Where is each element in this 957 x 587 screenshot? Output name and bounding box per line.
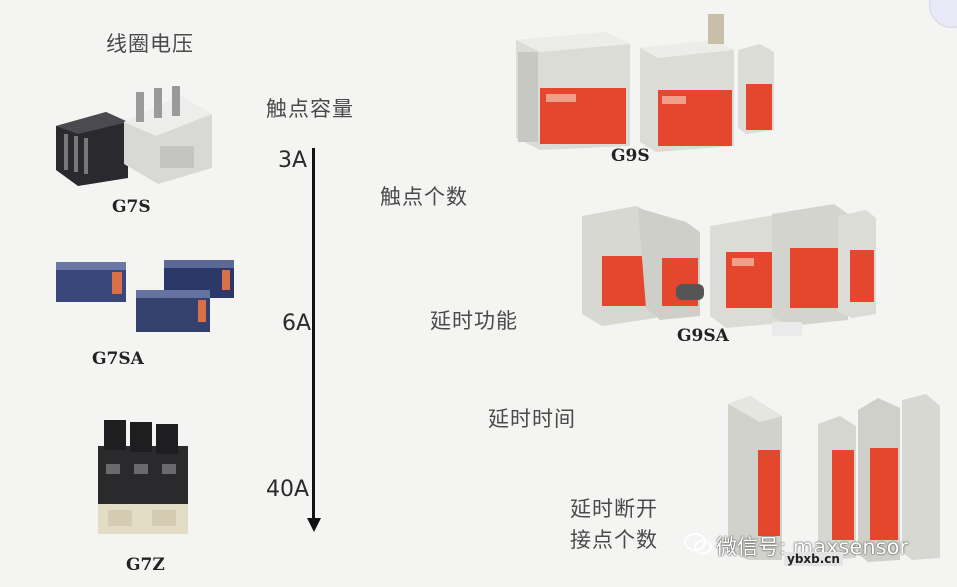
timer-module-image [728,394,940,562]
coil-voltage-label: 线圈电压 [106,32,194,56]
capacity-arrow-line [312,148,315,520]
watermark-site: ybxb.cn [784,552,843,566]
capacity-3a: 3A [278,148,308,173]
delay-break-label-2: 接点个数 [570,528,658,552]
corner-button[interactable] [929,0,957,28]
wechat-icon [684,533,712,555]
g7sa-caption: G7SA [92,349,144,369]
g7s-caption: G7S [112,197,151,217]
contact-capacity-label: 触点容量 [266,97,354,121]
delay-function-label: 延时功能 [430,309,518,333]
contact-count-label: 触点个数 [380,185,468,209]
g9s-module-image [516,14,774,152]
delay-time-label: 延时时间 [488,407,576,431]
capacity-6a: 6A [282,311,312,336]
capacity-arrow-head [307,518,321,532]
g7z-relay-image [98,420,188,534]
g9sa-caption: G9SA [677,326,729,346]
capacity-40a: 40A [266,477,310,502]
g7s-relay-image [56,86,212,186]
g7z-caption: G7Z [126,555,165,575]
g7sa-relay-image [56,260,234,332]
delay-break-label-1: 延时断开 [570,497,658,521]
g9sa-module-image [582,204,876,336]
g9s-caption: G9S [611,146,650,166]
